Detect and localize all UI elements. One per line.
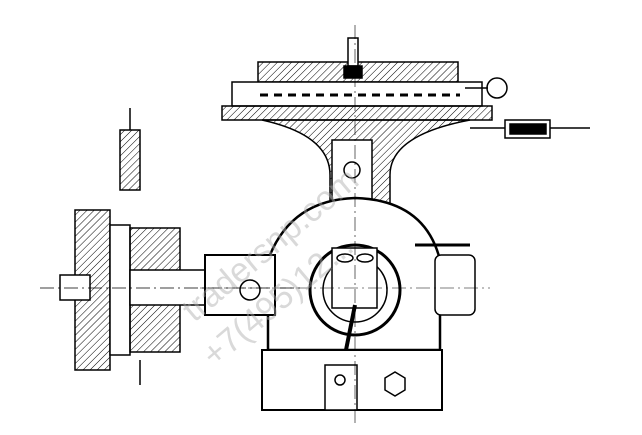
right-cap — [434, 254, 476, 316]
positioner — [470, 119, 590, 139]
diaphragm-actuator — [221, 37, 508, 121]
valve-body — [261, 196, 443, 411]
cylinder-assembly — [40, 108, 300, 385]
